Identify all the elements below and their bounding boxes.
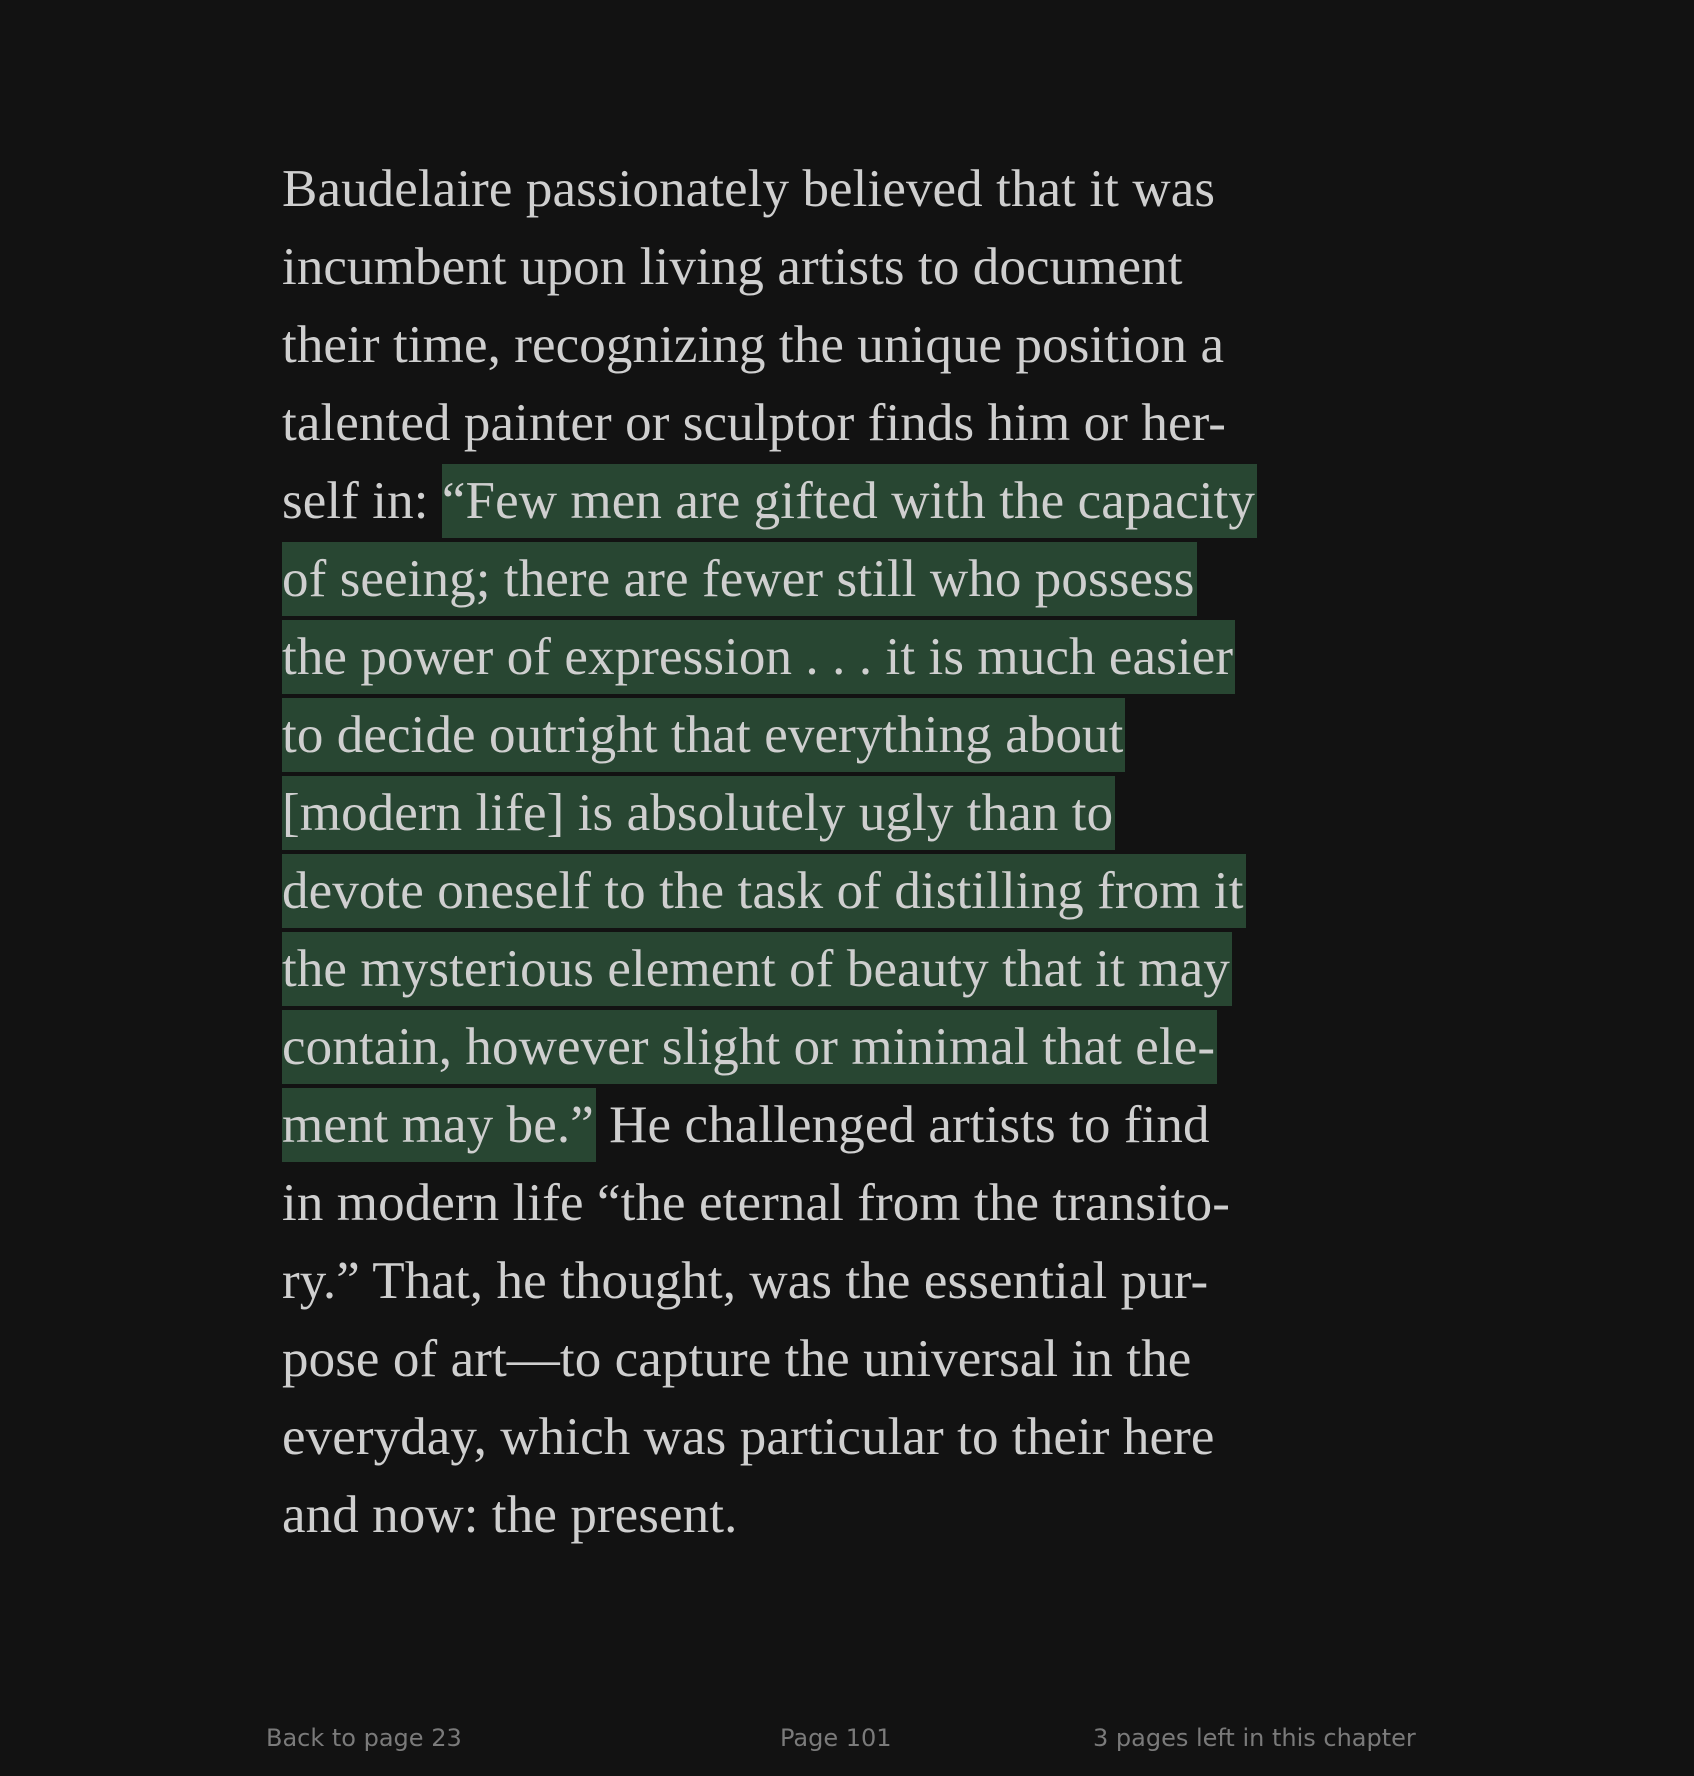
chapter-pages-remaining: 3 pages left in this chapter xyxy=(1093,1724,1416,1752)
line-text: their time, recognizing the unique posit… xyxy=(282,316,1225,374)
text-line[interactable]: ment may be.” He challenged artists to f… xyxy=(282,1086,1210,1164)
line-text: incumbent upon living artists to documen… xyxy=(282,238,1183,296)
text-line[interactable]: of seeing; there are fewer still who pos… xyxy=(282,540,1197,618)
text-line[interactable]: in modern life “the eternal from the tra… xyxy=(282,1164,1230,1242)
highlighted-text[interactable]: of seeing; there are fewer still who pos… xyxy=(282,542,1197,616)
highlighted-text[interactable]: contain, however slight or minimal that … xyxy=(282,1010,1218,1084)
highlighted-text[interactable]: [modern life] is absolutely ugly than to xyxy=(282,776,1116,850)
line-text: in modern life “the eternal from the tra… xyxy=(282,1174,1230,1232)
text-line[interactable]: Baudelaire passionately believed that it… xyxy=(282,150,1215,228)
highlighted-text[interactable]: to decide outright that everything about xyxy=(282,698,1126,772)
text-line[interactable]: talented painter or sculptor finds him o… xyxy=(282,384,1226,462)
text-line[interactable]: [modern life] is absolutely ugly than to xyxy=(282,774,1116,852)
text-line[interactable]: the mysterious element of beauty that it… xyxy=(282,930,1232,1008)
text-line[interactable]: pose of art—to capture the universal in … xyxy=(282,1320,1191,1398)
text-line[interactable]: incumbent upon living artists to documen… xyxy=(282,228,1183,306)
text-line[interactable]: self in: “Few men are gifted with the ca… xyxy=(282,462,1257,540)
line-text: self in: xyxy=(282,472,442,530)
line-text: ry.” That, he thought, was the essential… xyxy=(282,1252,1209,1310)
page-number: Page 101 xyxy=(780,1724,892,1752)
text-line[interactable]: the power of expression . . . it is much… xyxy=(282,618,1236,696)
line-text: and now: the present. xyxy=(282,1486,738,1544)
highlighted-text[interactable]: ment may be.” xyxy=(282,1088,596,1162)
highlighted-text[interactable]: “Few men are gifted with the capacity xyxy=(441,464,1257,538)
line-text: everyday, which was particular to their … xyxy=(282,1408,1215,1466)
text-line[interactable]: ry.” That, he thought, was the essential… xyxy=(282,1242,1208,1320)
text-line[interactable]: everyday, which was particular to their … xyxy=(282,1398,1214,1476)
highlighted-text[interactable]: the power of expression . . . it is much… xyxy=(282,620,1236,694)
text-line[interactable]: their time, recognizing the unique posit… xyxy=(282,306,1224,384)
line-text: He challenged artists to find xyxy=(595,1096,1210,1154)
highlighted-text[interactable]: the mysterious element of beauty that it… xyxy=(282,932,1232,1006)
text-line[interactable]: contain, however slight or minimal that … xyxy=(282,1008,1218,1086)
text-line[interactable]: devote oneself to the task of distilling… xyxy=(282,852,1246,930)
text-line[interactable]: and now: the present. xyxy=(282,1476,737,1554)
back-to-page-link[interactable]: Back to page 23 xyxy=(266,1724,462,1752)
highlighted-text[interactable]: devote oneself to the task of distilling… xyxy=(282,854,1246,928)
line-text: talented painter or sculptor finds him o… xyxy=(282,394,1227,452)
line-text: Baudelaire passionately believed that it… xyxy=(282,160,1216,218)
line-text: pose of art—to capture the universal in … xyxy=(282,1330,1192,1388)
text-line[interactable]: to decide outright that everything about xyxy=(282,696,1126,774)
